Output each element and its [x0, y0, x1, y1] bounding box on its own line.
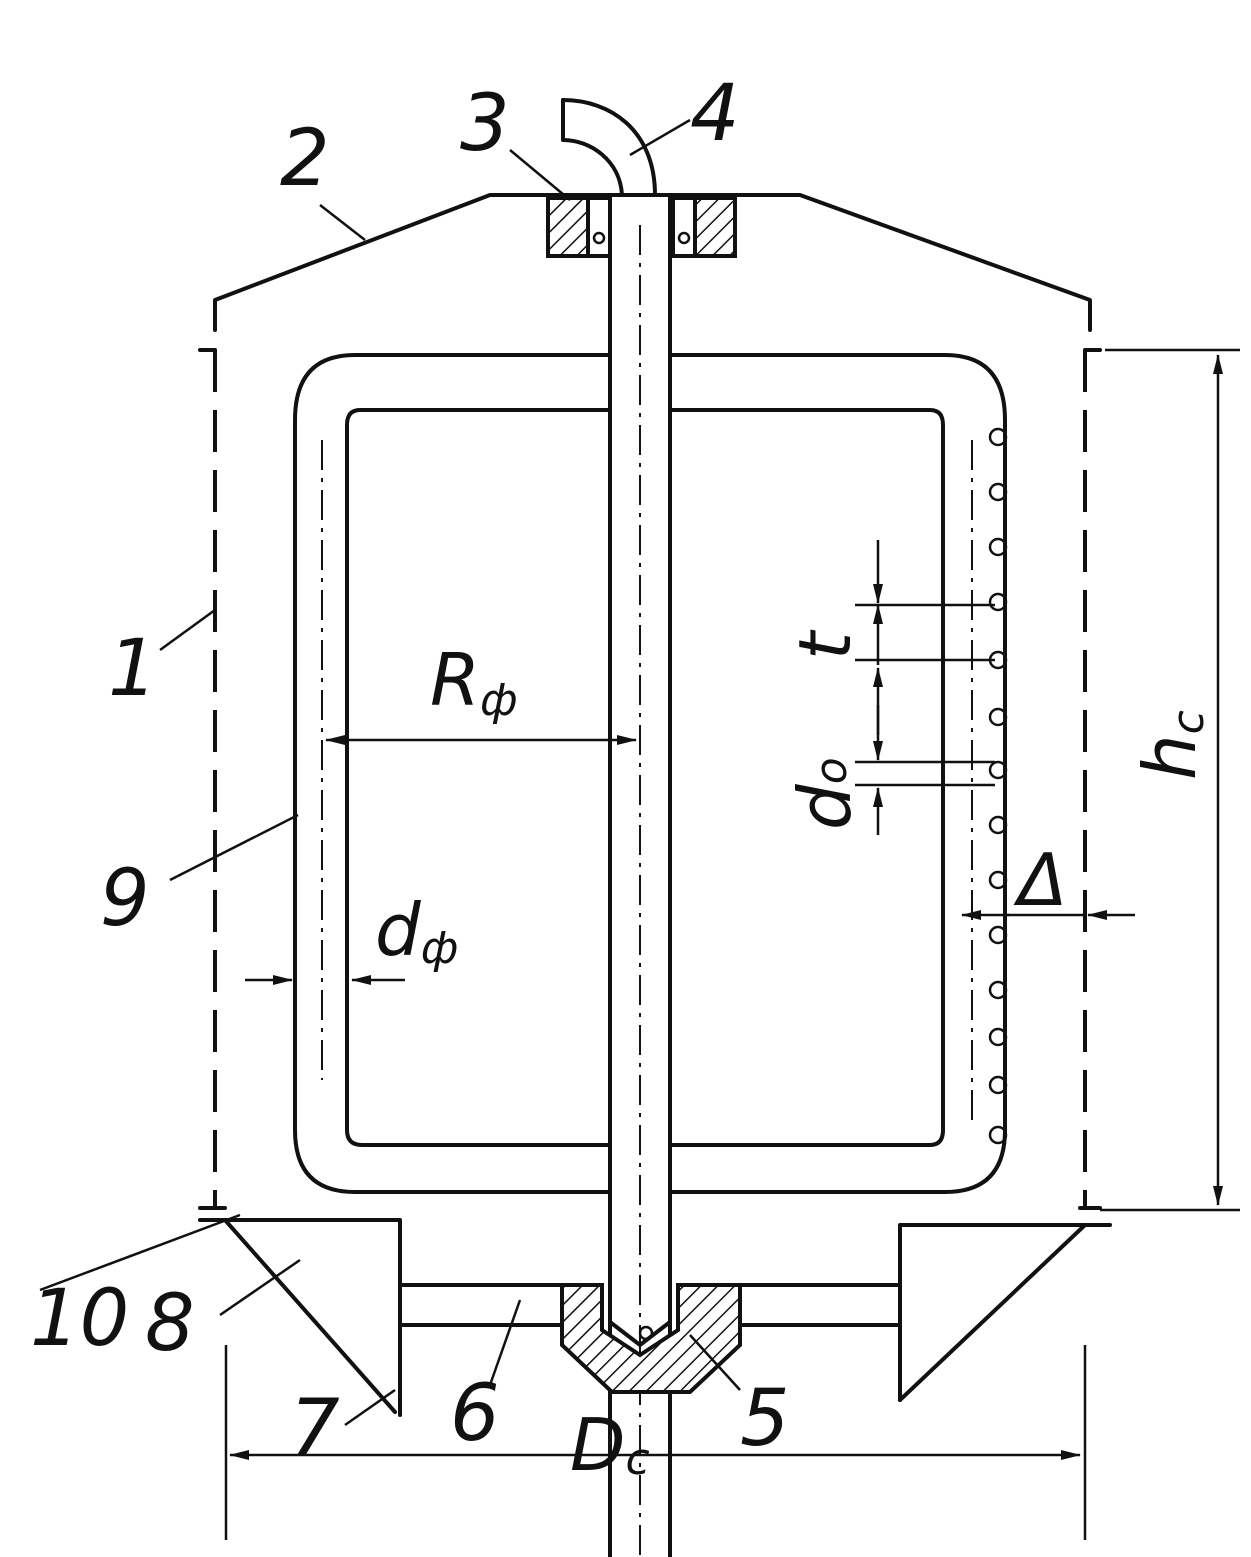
- dim-t-do: [855, 540, 995, 835]
- dim-label-do: do: [783, 757, 867, 830]
- dim-label-delta: Δ: [1013, 838, 1067, 922]
- dim-label-hc: hc: [1128, 710, 1214, 780]
- dim-dc: [224, 1345, 1087, 1540]
- filter-frame: [293, 353, 1007, 1194]
- label-2: 2: [280, 114, 330, 204]
- center-lines: [321, 225, 973, 1557]
- dim-hc: [1100, 348, 1240, 1212]
- dim-label-r: Rф: [430, 638, 518, 726]
- leader-lines: [39, 118, 741, 1427]
- bottom-assembly: [198, 1218, 1112, 1417]
- label-3: 3: [460, 79, 510, 169]
- label-6: 6: [450, 1369, 500, 1459]
- label-9: 9: [100, 854, 150, 944]
- housing-walls: [198, 348, 1102, 1210]
- lid: [213, 193, 1092, 332]
- dim-label-d-phi: dф: [375, 888, 458, 974]
- label-1: 1: [108, 624, 158, 714]
- label-5: 5: [740, 1374, 790, 1464]
- label-7: 7: [290, 1384, 340, 1474]
- dim-label-t: t: [783, 629, 867, 660]
- label-10: 10: [30, 1274, 129, 1364]
- dim-label-dc: Dc: [570, 1403, 650, 1487]
- top-bearing: [546, 196, 737, 258]
- label-4: 4: [690, 69, 740, 159]
- label-8: 8: [145, 1279, 195, 1369]
